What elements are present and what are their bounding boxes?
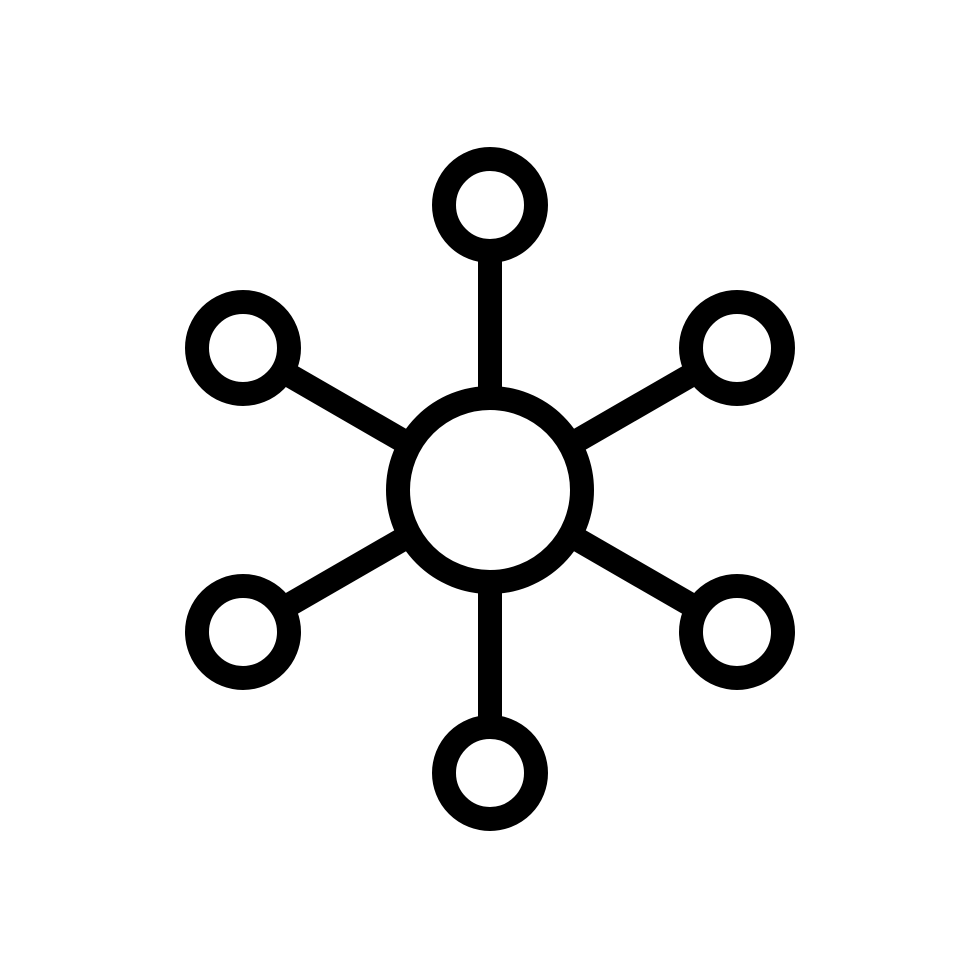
satellite-node-lower-left — [185, 574, 301, 690]
connector-upper-left — [276, 360, 411, 453]
satellite-node-upper-right — [679, 290, 795, 406]
connector-upper-right — [569, 360, 704, 453]
satellite-node-bottom — [432, 715, 548, 831]
hub-node — [386, 386, 594, 594]
satellite-node-top — [432, 147, 548, 263]
satellite-node-lower-right — [679, 574, 795, 690]
connector-lower-left — [276, 527, 411, 620]
satellite-node-upper-left — [185, 290, 301, 406]
connector-lower-right — [569, 527, 704, 620]
